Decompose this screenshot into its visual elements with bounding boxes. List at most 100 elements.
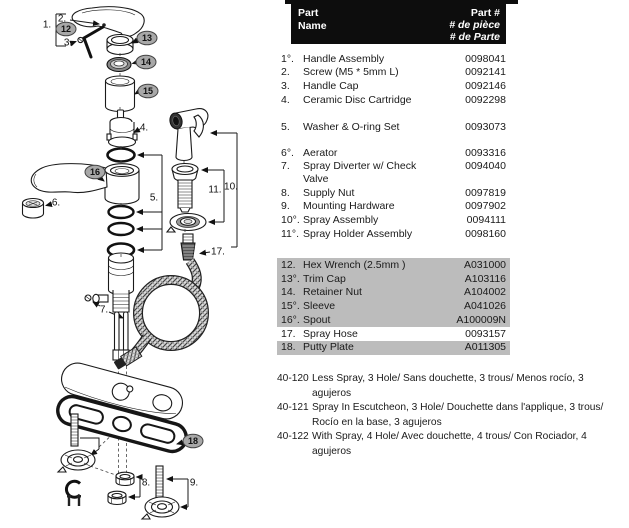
model-code: 40-122: [277, 431, 309, 442]
part-id: A011305: [464, 341, 506, 354]
header-part-label: Part: [298, 7, 319, 19]
part-name: Supply Nut: [303, 186, 355, 199]
spray-holder-art: [165, 130, 238, 261]
part-name: Spray Holder Assembly: [303, 228, 413, 240]
header-name-label: Name: [298, 19, 327, 32]
svg-text:17.: 17.: [211, 247, 225, 258]
handle-assembly-art: [55, 6, 145, 59]
table-row: 12.Hex Wrench (2.5mm )A031000: [277, 258, 510, 272]
part-name: Handle Assembly: [303, 52, 385, 65]
part-number-index: 8.: [281, 186, 290, 199]
table-header: Part Name Part # # de pièce # de Parte: [291, 3, 506, 44]
supply-nuts-art: [107, 471, 143, 506]
part-id: A103116: [464, 272, 506, 285]
part-id: A041026: [463, 300, 506, 313]
table-row: 14. Retainer Nut A104002: [277, 285, 510, 300]
callout-1: 1.: [43, 20, 51, 31]
part-number-index: 11°.: [281, 228, 300, 240]
part-number-index: 9.: [281, 200, 290, 213]
part-id: 0094040: [465, 160, 506, 173]
svg-text:18: 18: [188, 436, 198, 446]
part-id: 0098160: [465, 228, 506, 240]
part-id: 0092146: [465, 80, 506, 93]
model-description: With Spray, 4 Hole/ Avec douchette, 4 tr…: [312, 431, 587, 457]
table-row: 6°. Aerator 0093316: [277, 146, 510, 160]
part-id: 0093073: [465, 120, 506, 133]
callout-8: 8.: [142, 478, 150, 489]
callout-2: 2.: [58, 14, 66, 25]
callout-7: 7.: [100, 305, 108, 316]
part-id: 0092298: [465, 93, 506, 106]
part-number-index: 5.: [281, 120, 290, 133]
mounting-hardware-left-art: [56, 413, 100, 506]
callout-3: 3.: [64, 38, 72, 49]
svg-text:6.: 6.: [52, 198, 60, 209]
part-id: A104002: [463, 286, 506, 299]
svg-text:7.: 7.: [100, 305, 108, 316]
callout-14: 14: [135, 54, 157, 70]
svg-text:8.: 8.: [142, 478, 150, 489]
part-number-index: 6°.: [281, 146, 294, 159]
part-name: Retainer Nut: [303, 286, 362, 299]
spray-head-art: [169, 108, 209, 166]
part-id: A031000: [463, 258, 506, 271]
trim-cap-art: [106, 33, 139, 56]
mounting-hardware-right-art: [140, 465, 189, 520]
part-id: 0092141: [465, 66, 506, 79]
part-name: Spray Hose: [303, 327, 358, 340]
svg-text:14: 14: [141, 57, 151, 67]
parts-table-panel: Part Name Part # # de pièce # de Parte 1…: [277, 0, 629, 528]
cartridge-art: [106, 109, 141, 148]
callout-17: 17.: [211, 247, 225, 258]
callout-16: 16: [84, 164, 106, 180]
o-ring-art: [106, 147, 136, 163]
retainer-nut-art: [106, 56, 140, 73]
callout-9: 9.: [190, 478, 198, 489]
callout-13: 13: [136, 30, 158, 46]
svg-text:11.: 11.: [208, 185, 221, 196]
part-id: 0097902: [465, 200, 506, 213]
screws-art: [67, 495, 81, 506]
table-row: 11°.Spray Holder Assembly 0098160: [277, 227, 510, 241]
part-name: Putty Plate: [303, 341, 354, 354]
sleeve-art: [104, 75, 142, 113]
hex-wrench-art: [82, 25, 105, 59]
part-number-index: 2.: [281, 66, 290, 79]
svg-text:2.: 2.: [58, 14, 66, 25]
header-partnum-fr: # de pièce: [449, 19, 500, 31]
part-id: A100009N: [456, 313, 506, 326]
table-row: 18. Putty Plate A011305: [277, 340, 510, 355]
part-number-index: 17.: [281, 327, 296, 340]
callout-4: 4.: [140, 123, 148, 134]
table-row: 8. Supply Nut 0097819: [277, 186, 510, 200]
part-number-index: 14.: [281, 286, 296, 299]
callout-12: 12: [55, 21, 77, 37]
part-number-index: 3.: [281, 80, 290, 93]
svg-text:16: 16: [90, 167, 100, 177]
part-number-index: 18.: [281, 341, 296, 354]
part-name: Aerator: [303, 146, 338, 159]
c-clip-art: [64, 479, 82, 499]
svg-text:10.: 10.: [224, 182, 238, 193]
callout-10: 10.: [224, 182, 238, 193]
part-name: Trim Cap: [303, 272, 346, 285]
part-id: 0094111: [466, 214, 506, 227]
part-id: 0097819: [465, 186, 506, 199]
part-id: 0093157: [465, 327, 506, 340]
svg-text:15: 15: [143, 86, 153, 96]
part-name: Handle Cap: [303, 80, 359, 93]
part-id: 0093316: [465, 146, 506, 159]
spray-hose-art: [113, 258, 209, 370]
svg-text:9.: 9.: [190, 478, 198, 489]
